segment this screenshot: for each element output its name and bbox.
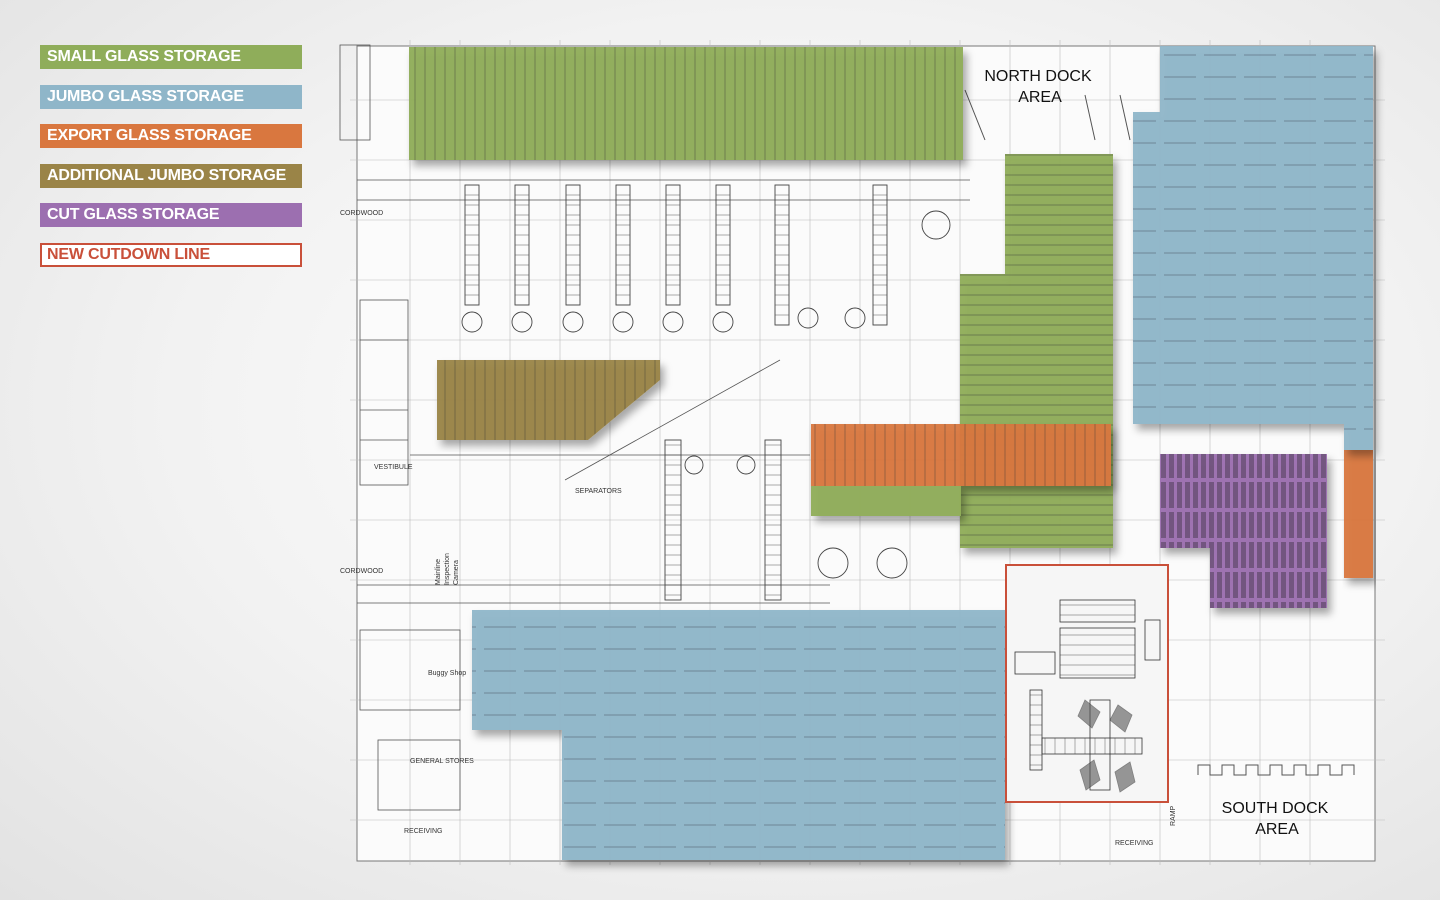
jumbo-glass-storage-right [1133,46,1373,450]
cordwood-bottom-label: CORDWOOD [340,568,383,575]
legend-new-cutdown-line: NEW CUTDOWN LINE [40,242,302,267]
svg-text:Mainline: Mainline [435,559,442,585]
separators-label: SEPARATORS [575,488,622,495]
office-rooms [339,44,461,811]
cutdown-equipment [1014,599,1161,793]
cordwood-top-label: CORDWOOD [340,210,383,217]
main-conveyor [357,179,970,604]
cut-glass-storage [1160,454,1327,608]
dock-doors [964,89,1355,776]
mainline-inspection-label: Mainline Inspection Camera [435,553,460,585]
north-dock-label: NORTH DOCK AREA [984,68,1092,106]
small-glass-storage-top [409,47,963,160]
legend: SMALL GLASS STORAGE JUMBO GLASS STORAGE … [40,45,302,282]
svg-text:RAMP: RAMP [1170,805,1177,826]
svg-text:SOUTH DOCK: SOUTH DOCK [1222,800,1329,817]
export-glass-storage-right [1344,450,1373,578]
legend-export-glass-storage: EXPORT GLASS STORAGE [40,124,302,148]
legend-small-glass-storage: SMALL GLASS STORAGE [40,45,302,69]
svg-text:Inspection: Inspection [444,553,451,585]
ramp-label: RAMP [1170,805,1177,826]
receiving-lower-label: RECEIVING [404,828,443,835]
additional-jumbo-storage [437,360,660,440]
legend-additional-jumbo-storage: ADDITIONAL JUMBO STORAGE [40,163,302,188]
forming-lines [461,184,951,601]
vestibule-label: VESTIBULE [374,464,413,471]
jumbo-glass-storage-bottom [472,610,1005,860]
svg-text:Camera: Camera [453,560,460,585]
svg-text:AREA: AREA [1255,821,1299,838]
new-cutdown-line [1005,564,1169,803]
legend-cut-glass-storage: CUT GLASS STORAGE [40,203,302,227]
legend-jumbo-glass-storage: JUMBO GLASS STORAGE [40,84,302,109]
svg-text:AREA: AREA [1018,89,1062,106]
receiving-label: RECEIVING [1115,840,1154,847]
general-stores-label: GENERAL STORES [410,758,474,765]
buggy-shop-label: Buggy Shop [428,670,466,677]
south-dock-label: SOUTH DOCK AREA [1222,800,1329,838]
svg-text:NORTH DOCK: NORTH DOCK [984,68,1092,85]
export-glass-storage-middle [811,424,1111,516]
